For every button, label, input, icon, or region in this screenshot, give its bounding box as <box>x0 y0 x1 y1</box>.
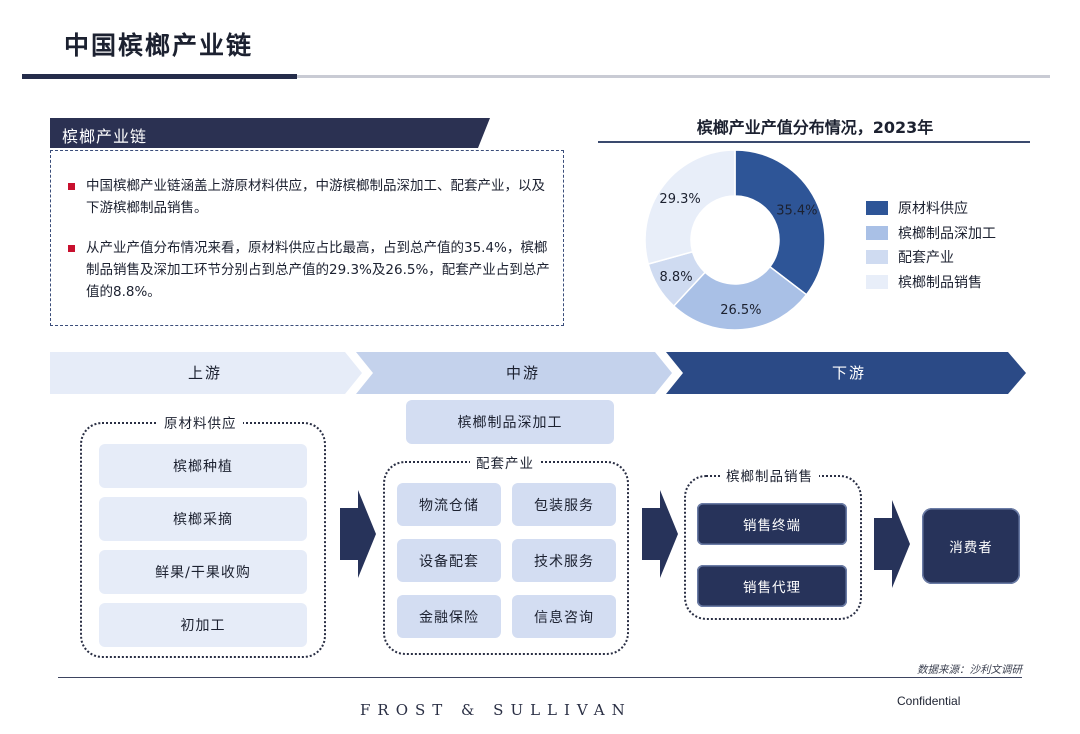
support-item: 金融保险 <box>397 595 501 638</box>
upstream-item: 鲜果/干果收购 <box>99 550 307 594</box>
legend-swatch <box>866 274 888 289</box>
legend-label: 原材料供应 <box>898 201 968 217</box>
stream-label-midstream: 中游 <box>506 364 541 382</box>
section-header-title: 槟榔产业链 <box>62 127 148 146</box>
legend-label: 槟榔制品深加工 <box>898 225 996 242</box>
donut-slice <box>734 150 826 296</box>
flow-arrow-icon <box>340 490 376 578</box>
support-item: 信息咨询 <box>512 595 616 638</box>
donut-slice-label: 8.8% <box>660 270 693 285</box>
brand-logo-text: FROST & SULLIVAN <box>360 701 632 719</box>
title-underline-light <box>297 75 1050 78</box>
flow-arrow-icon <box>642 490 678 578</box>
downstream-item: 销售终端 <box>697 503 847 545</box>
downstream-group-title: 槟榔制品销售 <box>720 465 819 485</box>
legend-swatch <box>866 250 888 264</box>
upstream-item: 槟榔种植 <box>99 444 307 488</box>
legend-swatch <box>866 225 888 240</box>
donut-slice-label: 35.4% <box>776 203 817 218</box>
confidential-label: Confidential <box>897 694 961 708</box>
upstream-arrow <box>50 352 362 394</box>
data-source-note: 数据来源：沙利文调研 <box>917 664 1022 676</box>
stream-label-upstream: 上游 <box>188 364 223 382</box>
legend-item: 槟榔制品深加工 <box>866 223 996 243</box>
footer-rule <box>58 677 1022 678</box>
downstream-item: 销售代理 <box>697 565 847 607</box>
support-item: 物流仓储 <box>397 483 501 526</box>
summary-bullet-2: 从产业产值分布情况来看，原材料供应占比最高，占到总产值的35.4%，槟榔制品销售… <box>86 240 550 300</box>
donut-slice-label: 29.3% <box>659 192 700 207</box>
flow-arrow-icon <box>874 500 910 588</box>
page-title: 中国槟榔产业链 <box>64 31 254 60</box>
midstream-support-title: 配套产业 <box>470 452 540 472</box>
donut-slice <box>644 150 736 265</box>
summary-bullet-1: 中国槟榔产业链涵盖上游原材料供应，中游槟榔制品深加工、配套产业，以及下游槟榔制品… <box>86 178 545 216</box>
legend-swatch <box>866 201 888 215</box>
value-chain-streams <box>50 352 1026 394</box>
midstream-processing-box: 槟榔制品深加工 <box>406 400 614 444</box>
consumer-box: 消费者 <box>922 508 1020 584</box>
support-item: 设备配套 <box>397 539 501 582</box>
title-underline-dark <box>22 74 297 79</box>
donut-slice <box>672 265 808 330</box>
donut-slice-label: 26.5% <box>720 303 761 318</box>
summary-box <box>50 150 564 326</box>
legend-label: 配套产业 <box>898 250 954 266</box>
section-header-banner <box>50 118 490 148</box>
legend-item: 原材料供应 <box>866 198 968 218</box>
upstream-group-title: 原材料供应 <box>158 412 243 432</box>
upstream-item: 初加工 <box>99 603 307 647</box>
donut-chart: 35.4% 26.5% 8.8% 29.3% <box>644 150 826 330</box>
legend-item: 配套产业 <box>866 247 954 267</box>
downstream-arrow <box>666 352 1026 394</box>
midstream-arrow <box>356 352 672 394</box>
bullet-marker <box>68 245 75 252</box>
legend-item: 槟榔制品销售 <box>866 272 982 292</box>
bullet-marker <box>68 183 75 190</box>
stream-label-downstream: 下游 <box>832 364 867 382</box>
chart-title-rule <box>598 141 1030 143</box>
legend-label: 槟榔制品销售 <box>898 274 982 291</box>
support-item: 包装服务 <box>512 483 616 526</box>
chart-title: 槟榔产业产值分布情况，2023年 <box>696 118 934 137</box>
support-item: 技术服务 <box>512 539 616 582</box>
upstream-item: 槟榔采摘 <box>99 497 307 541</box>
